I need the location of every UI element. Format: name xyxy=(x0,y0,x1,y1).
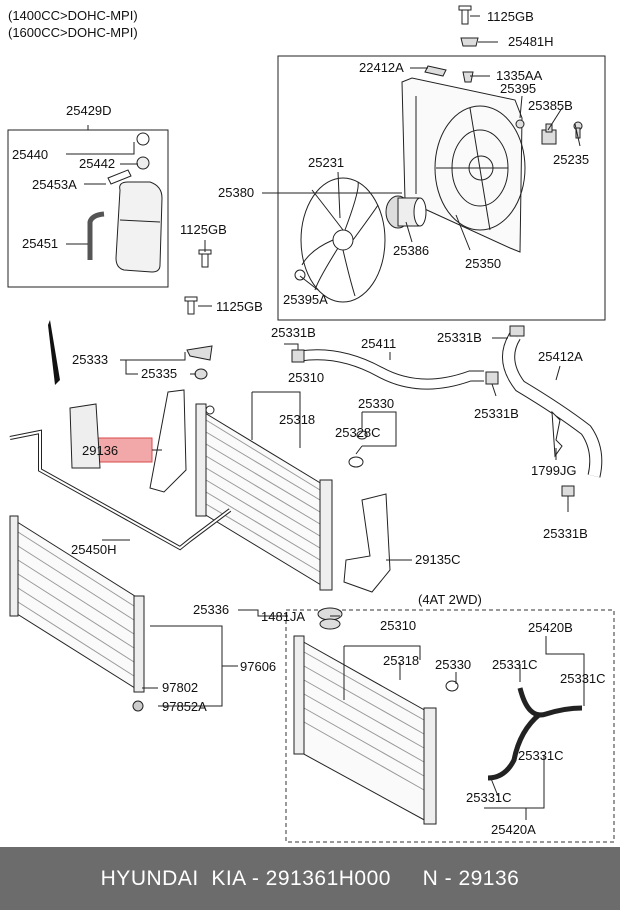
bolt-icon xyxy=(184,249,212,315)
label-25412A: 25412A xyxy=(538,349,583,364)
cooler-line xyxy=(9,429,232,551)
label-1125GB-low: 1125GB xyxy=(216,299,263,314)
label-25310: 25310 xyxy=(288,370,324,385)
part-number-footer: HYUNDAI KIA - 291361H000 N - 29136 xyxy=(0,847,620,910)
condenser-icon xyxy=(9,515,145,712)
mount-icon xyxy=(317,607,343,630)
inset-title: (4AT 2WD) xyxy=(418,592,482,607)
label-inset-25330: 25330 xyxy=(435,657,471,672)
inset-hose xyxy=(487,687,583,781)
clip-icon xyxy=(460,37,479,47)
engine-line-1: (1400CC>DOHC-MPI) xyxy=(8,8,138,23)
reservoir-tank-icon xyxy=(87,132,163,273)
label-25330: 25330 xyxy=(358,396,394,411)
label-25442: 25442 xyxy=(79,156,115,171)
parts-diagram: (1400CC>DOHC-MPI) (1600CC>DOHC-MPI) xyxy=(7,5,615,843)
label-29136: 29136 xyxy=(82,443,118,458)
label-1125GB-top: 1125GB xyxy=(487,9,534,24)
label-25395: 25395 xyxy=(500,81,536,96)
label-97606: 97606 xyxy=(240,659,276,674)
air-guard-right-icon xyxy=(343,493,391,593)
label-25336: 25336 xyxy=(193,602,229,617)
fan-motor-icon xyxy=(385,195,427,229)
bolt-icon xyxy=(458,5,472,25)
label-25333: 25333 xyxy=(72,352,108,367)
tab-icon xyxy=(424,65,447,77)
label-29135C: 29135C xyxy=(415,552,461,567)
label-25331B-b: 25331B xyxy=(437,330,482,345)
label-inset-25420A: 25420A xyxy=(491,822,536,837)
label-inset-25331C-c: 25331C xyxy=(518,748,564,763)
air-guard-left-icon xyxy=(149,389,187,493)
label-25386: 25386 xyxy=(393,243,429,258)
label-25451: 25451 xyxy=(22,236,58,251)
label-25385B: 25385B xyxy=(528,98,573,113)
label-inset-25318: 25318 xyxy=(383,653,419,668)
label-25429D: 25429D xyxy=(66,103,112,118)
inset-radiator-icon xyxy=(293,635,459,825)
label-inset-25331C-a: 25331C xyxy=(492,657,538,672)
resistor-icon xyxy=(515,119,583,145)
lower-hose xyxy=(502,332,603,478)
label-97852A: 97852A xyxy=(162,699,207,714)
direction-arrow xyxy=(48,320,60,385)
inset-box xyxy=(285,609,615,843)
label-25328C: 25328C xyxy=(335,425,381,440)
label-25318: 25318 xyxy=(279,412,315,427)
label-25331B-d: 25331B xyxy=(543,526,588,541)
label-inset-25420B: 25420B xyxy=(528,620,573,635)
label-1335AA: 1335AA xyxy=(496,68,543,83)
label-25331B-a: 25331B xyxy=(271,325,316,340)
label-22412A: 22412A xyxy=(359,60,404,75)
label-25395A: 25395A xyxy=(283,292,328,307)
bracket-icon xyxy=(551,410,563,458)
fan-blade-icon xyxy=(294,177,386,303)
clip-icon xyxy=(186,345,213,380)
label-25331B-c: 25331B xyxy=(474,406,519,421)
label-inset-25331C-d: 25331C xyxy=(466,790,512,805)
label-25411: 25411 xyxy=(361,336,396,351)
tank-icon xyxy=(69,403,101,469)
leader-lines xyxy=(66,15,585,820)
label-25231: 25231 xyxy=(308,155,344,170)
radiator-icon xyxy=(195,403,368,591)
label-1125GB-mid: 1125GB xyxy=(180,222,227,237)
engine-line-2: (1600CC>DOHC-MPI) xyxy=(8,25,138,40)
label-25235: 25235 xyxy=(553,152,589,167)
label-inset-25310: 25310 xyxy=(380,618,416,633)
label-25481H: 25481H xyxy=(508,34,554,49)
label-25453A: 25453A xyxy=(32,177,77,192)
upper-hose xyxy=(299,349,484,390)
label-25440: 25440 xyxy=(12,147,48,162)
label-inset-25331C-b: 25331C xyxy=(560,671,606,686)
label-1799JG: 1799JG xyxy=(531,463,577,478)
hose-clamp-icon xyxy=(291,325,575,497)
label-25350: 25350 xyxy=(465,256,501,271)
label-25380: 25380 xyxy=(218,185,254,200)
label-1481JA: 1481JA xyxy=(261,609,305,624)
label-97802: 97802 xyxy=(162,680,198,695)
fan-group-box xyxy=(277,55,606,321)
label-25335: 25335 xyxy=(141,366,177,381)
label-25450H: 25450H xyxy=(71,542,117,557)
